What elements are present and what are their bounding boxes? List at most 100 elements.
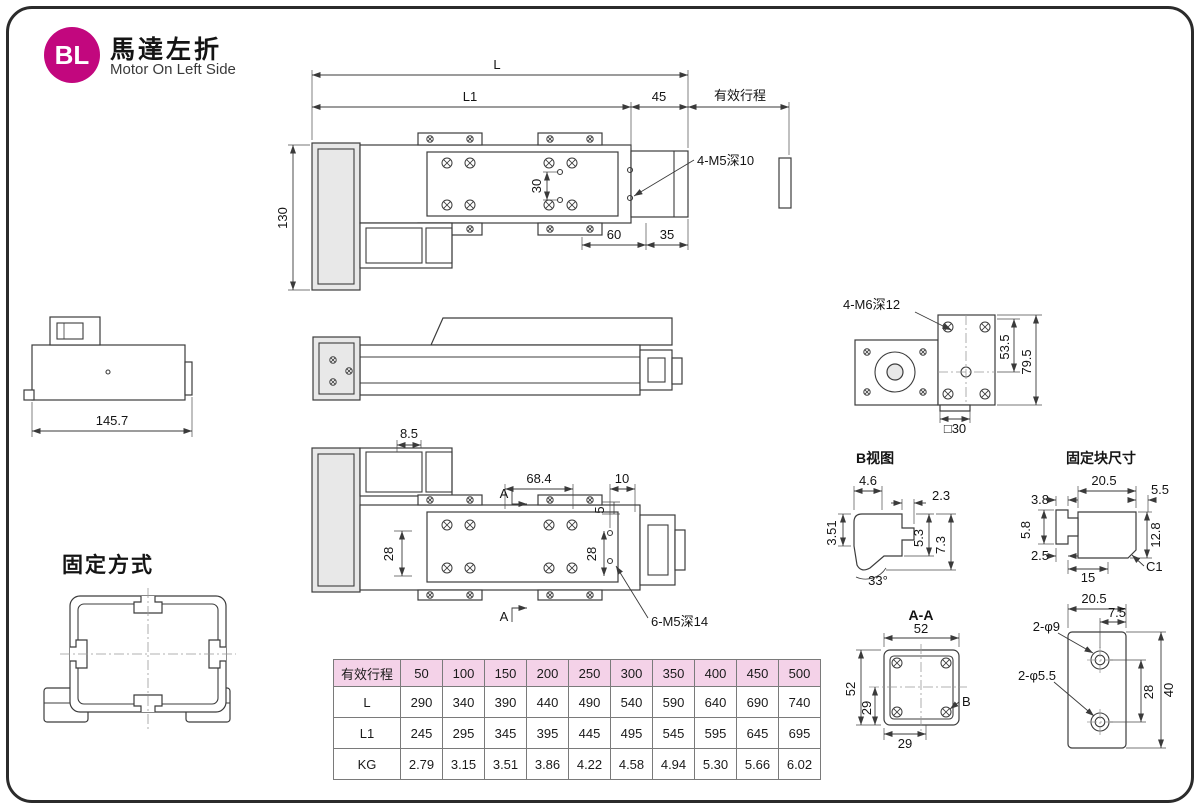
dim-label-33deg: 33° (868, 573, 888, 588)
table-header-cell: 200 (526, 659, 569, 687)
view-b-dimensions: 4.6 2.3 3.51 5.3 7.3 33° (824, 473, 956, 588)
middle-side-view (312, 317, 683, 401)
dim-label-sq30: □30 (944, 421, 966, 436)
dim-label-L: L (493, 57, 500, 72)
dim-label-plate-40: 40 (1161, 683, 1176, 697)
table-cell: 590 (652, 686, 695, 718)
table-header-cell: 有效行程 (333, 659, 401, 687)
left-side-view-geometry (23, 316, 193, 401)
dim-label-29-bottom: 29 (898, 736, 912, 751)
table-cell: 4.22 (568, 748, 611, 780)
table-header-cell: 450 (736, 659, 779, 687)
dim-label-L1: L1 (463, 89, 477, 104)
callout-C1: C1 (1146, 559, 1163, 574)
dim-label-plate-20-5: 20.5 (1081, 591, 1106, 606)
fixing-plate-dimensions: 20.5 7.5 2-φ9 2-φ5.5 28 40 (1018, 591, 1176, 749)
callout-2-phi5-5: 2-φ5.5 (1018, 668, 1056, 683)
table-cell: 495 (610, 717, 653, 749)
dim-label-3-51: 3.51 (824, 520, 839, 545)
dim-label-plate-28: 28 (1141, 685, 1156, 699)
dim-label-145-7: 145.7 (96, 413, 129, 428)
table-cell: 390 (484, 686, 527, 718)
table-cell: 645 (736, 717, 779, 749)
table-header-cell: 300 (610, 659, 653, 687)
view-b-title: B视图 (856, 450, 894, 466)
spec-table: 有效行程 50 100 150 200 250 300 350 400 450 … (333, 659, 821, 780)
fixing-block-dimensions: 3.8 20.5 5.5 5.8 2.5 15 (1018, 473, 1169, 585)
dim-label-60: 60 (607, 227, 621, 242)
table-cell: 440 (526, 686, 569, 718)
view-b-detail: B视图 4.6 2.3 3.51 5.3 (824, 450, 956, 588)
callout-4-M5: 4-M5深10 (697, 153, 754, 168)
table-row: KG 2.79 3.15 3.51 3.86 4.22 4.58 4.94 5.… (333, 748, 821, 780)
table-cell: 690 (736, 686, 779, 718)
fixing-plate-detail: 20.5 7.5 2-φ9 2-φ5.5 28 40 (1018, 591, 1176, 749)
table-cell: 4.94 (652, 748, 695, 780)
table-header-cell: 350 (652, 659, 695, 687)
table-cell: 3.15 (442, 748, 485, 780)
table-cell: 5.66 (736, 748, 779, 780)
dim-label-7-5: 7.5 (1108, 605, 1126, 620)
page-subtitle: Motor On Left Side (110, 61, 236, 78)
dim-label-2-3: 2.3 (932, 488, 950, 503)
dim-label-4-6: 4.6 (859, 473, 877, 488)
end-view: 4-M6深12 53.5 79.5 □30 (843, 297, 1042, 436)
dim-label-30: 30 (529, 179, 544, 193)
bl-badge: BL (44, 27, 100, 83)
section-arrow-A-bottom: A (500, 609, 509, 624)
table-cell: 5.30 (694, 748, 737, 780)
dim-label-53-5: 53.5 (997, 334, 1012, 359)
dim-label-2-5: 2.5 (1031, 548, 1049, 563)
dim-label-68-4: 68.4 (526, 471, 551, 486)
left-side-view: 145.7 (23, 316, 193, 437)
callout-2-phi9: 2-φ9 (1033, 619, 1060, 634)
table-row: L 290 340 390 440 490 540 590 640 690 74… (333, 686, 821, 718)
dim-label-5-5: 5.5 (1151, 482, 1169, 497)
table-cell: 395 (526, 717, 569, 749)
bottom-view-dimensions: 8.5 68.4 10 5 28 28 A (381, 426, 708, 629)
table-cell: 595 (694, 717, 737, 749)
dim-label-10: 10 (615, 471, 629, 486)
table-header-cell: 400 (694, 659, 737, 687)
table-cell: 740 (778, 686, 821, 718)
table-header-cell: 150 (484, 659, 527, 687)
dim-label-79-5: 79.5 (1019, 349, 1034, 374)
table-cell: 2.79 (400, 748, 443, 780)
badge-text: BL (54, 39, 90, 70)
section-aa-dimensions: 52 52 29 29 B (843, 621, 971, 751)
table-header-cell: 100 (442, 659, 485, 687)
table-header-cell: 50 (400, 659, 443, 687)
callout-4-M6: 4-M6深12 (843, 297, 900, 312)
top-view-geometry (311, 132, 792, 291)
table-header-cell: 250 (568, 659, 611, 687)
dim-label-3-8: 3.8 (1031, 492, 1049, 507)
table-cell: 490 (568, 686, 611, 718)
dim-label-52-top: 52 (914, 621, 928, 636)
table-cell: 6.02 (778, 748, 821, 780)
table-cell: 3.86 (526, 748, 569, 780)
callout-B: B (962, 694, 971, 709)
section-arrow-A-top: A (500, 486, 509, 501)
fixing-method-section: 固定方式 (43, 553, 236, 730)
dim-label-29-left: 29 (859, 701, 874, 715)
table-cell: 695 (778, 717, 821, 749)
dim-label-130: 130 (275, 207, 290, 229)
dim-label-52-left: 52 (843, 682, 858, 696)
page-title: 馬達左折 (110, 36, 223, 64)
stroke-end-plate (778, 157, 792, 209)
top-view: L L1 45 有效行程 130 30 (275, 57, 792, 291)
bottom-view-geometry (311, 447, 686, 601)
end-view-dimensions: 4-M6深12 53.5 79.5 □30 (843, 297, 1042, 436)
fixing-method-title: 固定方式 (62, 553, 154, 577)
table-cell: 245 (400, 717, 443, 749)
table-cell: 345 (484, 717, 527, 749)
dim-label-12-8: 12.8 (1148, 522, 1163, 547)
section-aa-title: A-A (909, 607, 934, 623)
dim-label-28-left: 28 (381, 547, 396, 561)
dim-label-20-5: 20.5 (1091, 473, 1116, 488)
callout-6-M5: 6-M5深14 (651, 614, 708, 629)
dim-label-5-3: 5.3 (911, 529, 926, 547)
table-cell: 540 (610, 686, 653, 718)
table-row: L1 245 295 345 395 445 495 545 595 645 6… (333, 717, 821, 749)
table-row-label: L1 (333, 717, 401, 749)
